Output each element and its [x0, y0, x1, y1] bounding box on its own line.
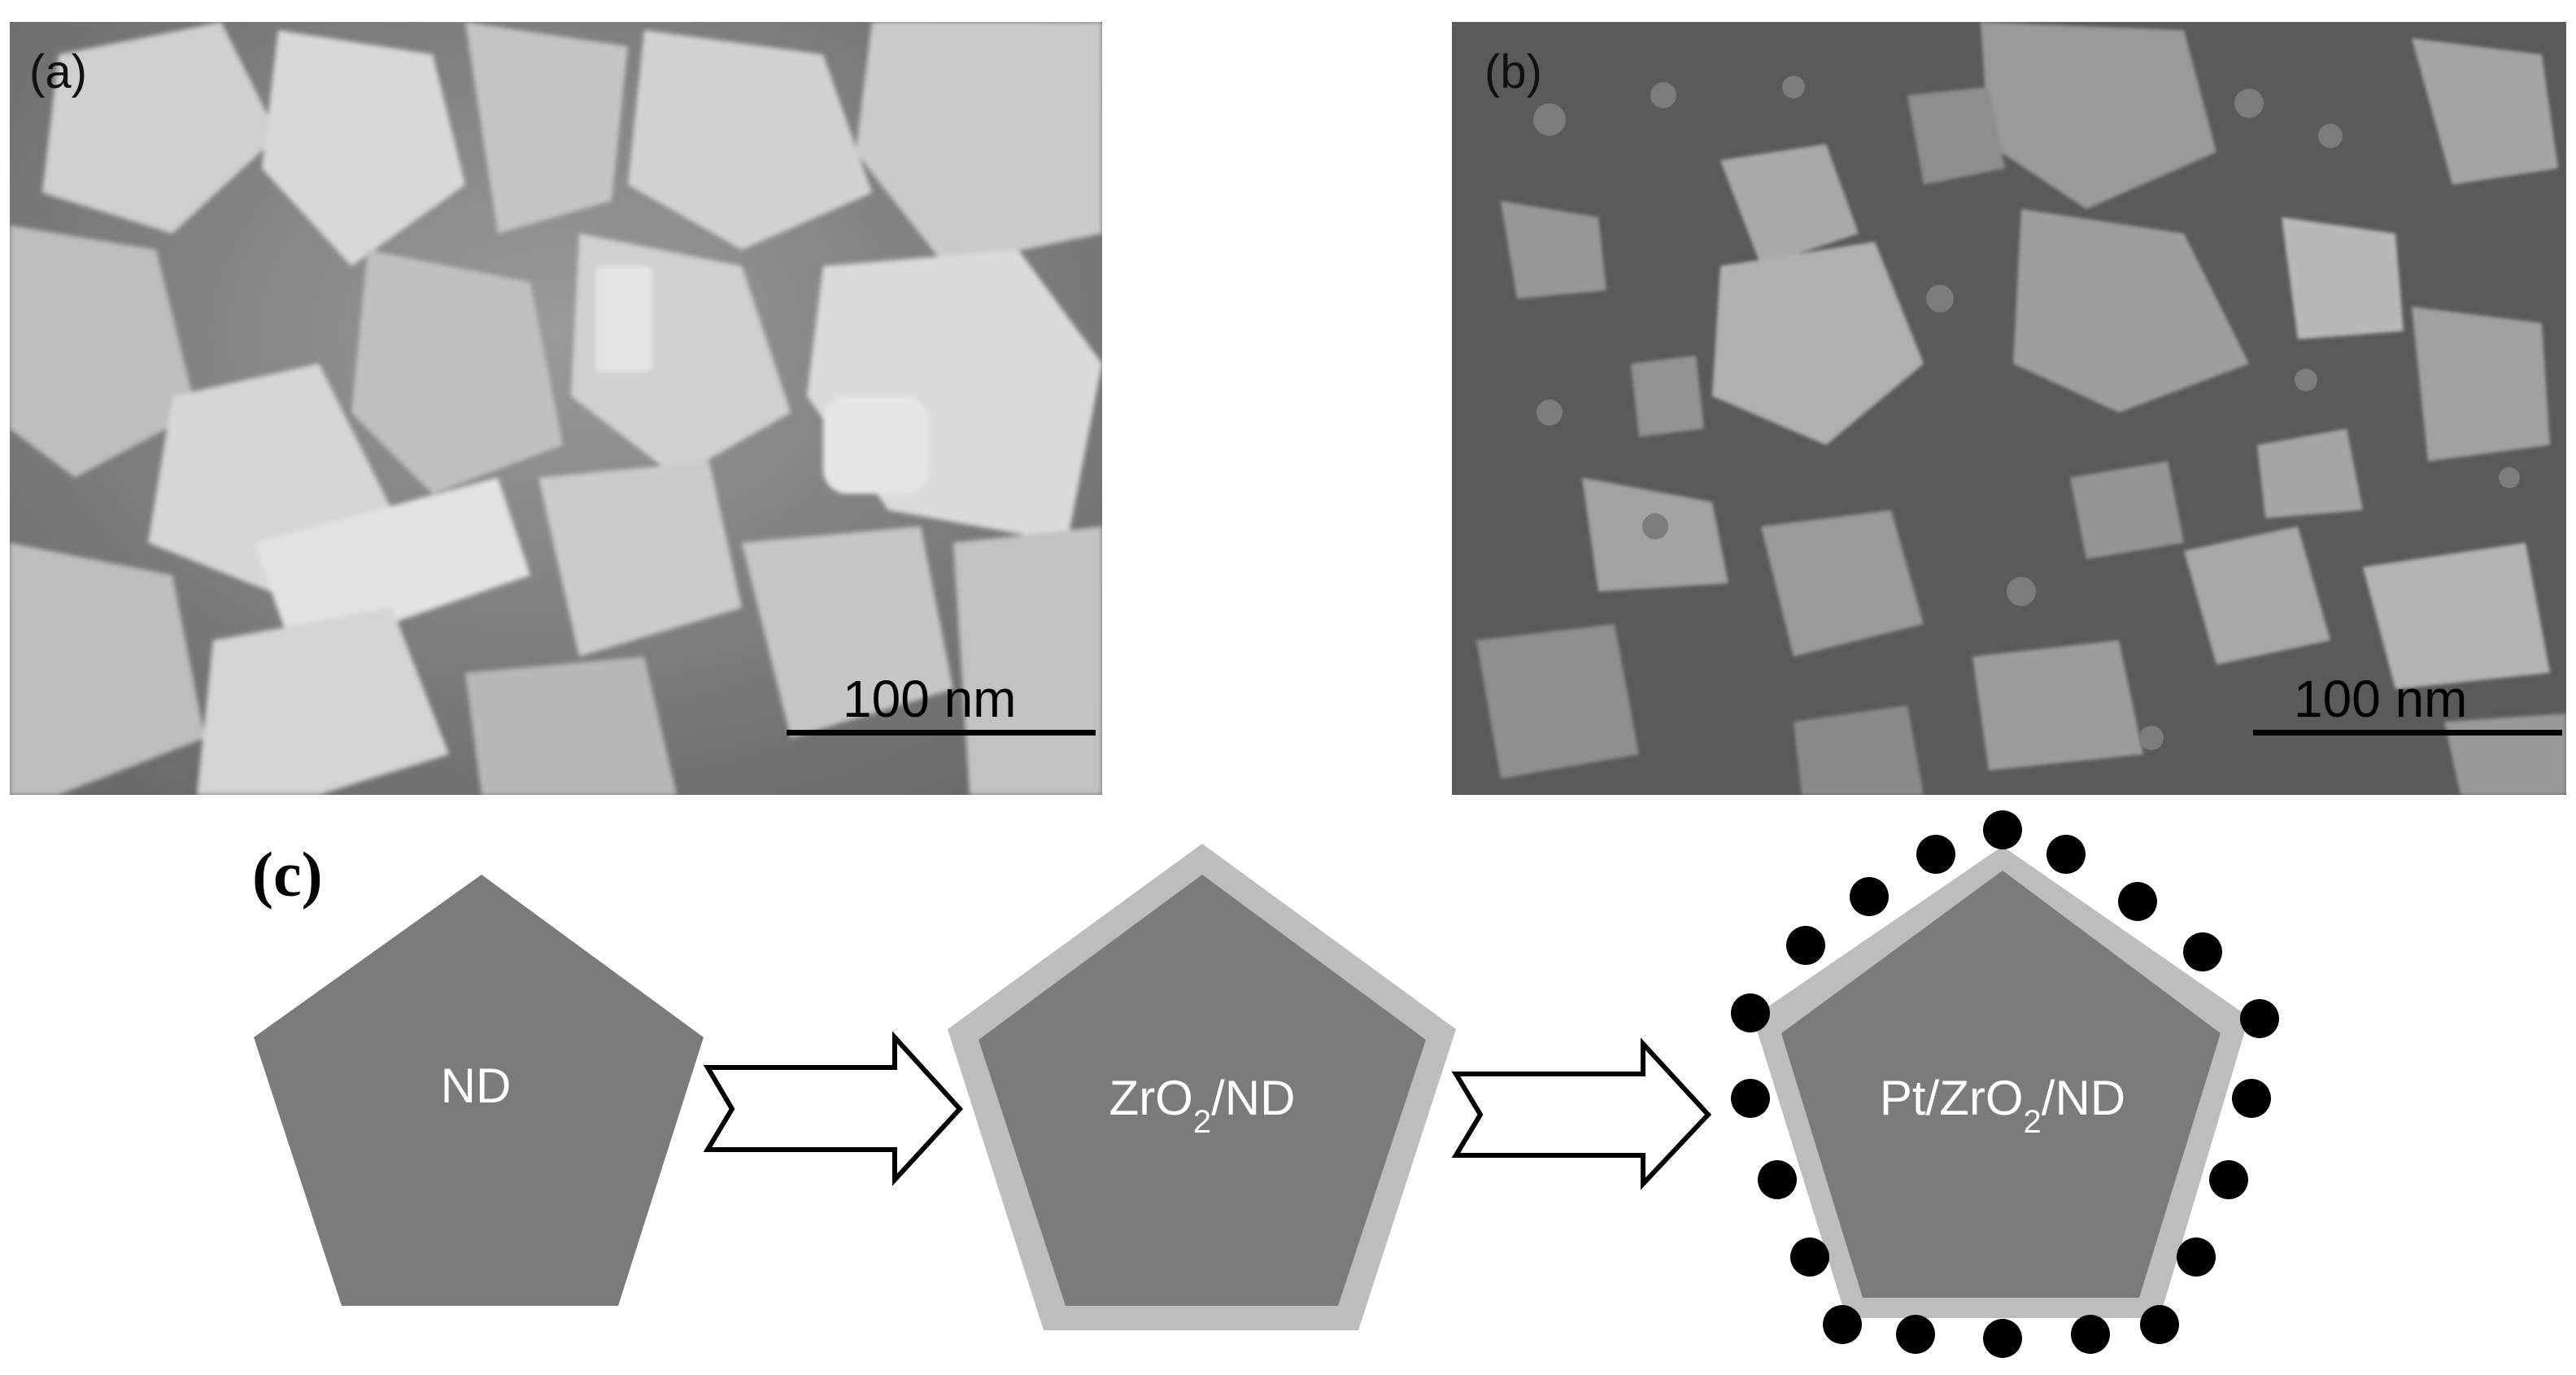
sem-texture-b	[1452, 22, 2566, 795]
panel-label-b: (b)	[1484, 46, 1542, 98]
scale-bar-label-b: 100 nm	[2294, 670, 2468, 728]
pt-particle	[1983, 810, 2022, 849]
scale-bar-b	[2253, 730, 2562, 736]
pt-particle	[2240, 999, 2279, 1038]
pt-particle	[1983, 1319, 2022, 1358]
panel-label-c: (c)	[252, 839, 323, 910]
pt-particle	[2209, 1160, 2248, 1199]
pt-particle	[1731, 1079, 1770, 1118]
stage-nd-core	[254, 875, 704, 1306]
pt-particle	[1916, 835, 1955, 874]
stage-nd-label: ND	[441, 1059, 512, 1113]
arrow-1	[703, 1031, 964, 1186]
stage-zro2-label: ZrO2/ND	[1109, 1071, 1296, 1140]
pt-particle	[1850, 877, 1889, 916]
stage-pt-core	[1781, 871, 2221, 1298]
pt-particle	[2232, 1079, 2271, 1118]
pt-particle	[1731, 993, 1770, 1032]
pt-particle	[2183, 932, 2222, 971]
pt-particles	[1731, 810, 2279, 1358]
pt-particle	[2140, 1305, 2179, 1344]
pt-particle	[1823, 1305, 1862, 1344]
arrow-2	[1451, 1037, 1712, 1190]
sem-panel-b: (b) 100 nm	[1452, 22, 2566, 795]
stage-zro2-core	[979, 875, 1426, 1306]
stage-pt-label: Pt/ZrO2/ND	[1880, 1071, 2125, 1140]
pt-particle	[2177, 1238, 2216, 1277]
pt-particle	[1786, 926, 1825, 965]
panel-label-a: (a)	[29, 46, 87, 98]
pt-particle	[2118, 882, 2157, 921]
pt-particle	[1790, 1238, 1829, 1277]
pt-particle	[1896, 1315, 1935, 1354]
sem-image-b	[1452, 22, 2566, 795]
pt-particle	[2071, 1315, 2110, 1354]
sem-panel-a: (a) 100 nm	[10, 22, 1102, 795]
sem-image-a	[10, 22, 1102, 795]
pt-particle	[2046, 835, 2086, 874]
scale-bar-label-a: 100 nm	[843, 670, 1017, 728]
sem-texture-a	[10, 22, 1102, 795]
scale-bar-a	[787, 730, 1096, 736]
pt-particle	[1758, 1160, 1797, 1199]
